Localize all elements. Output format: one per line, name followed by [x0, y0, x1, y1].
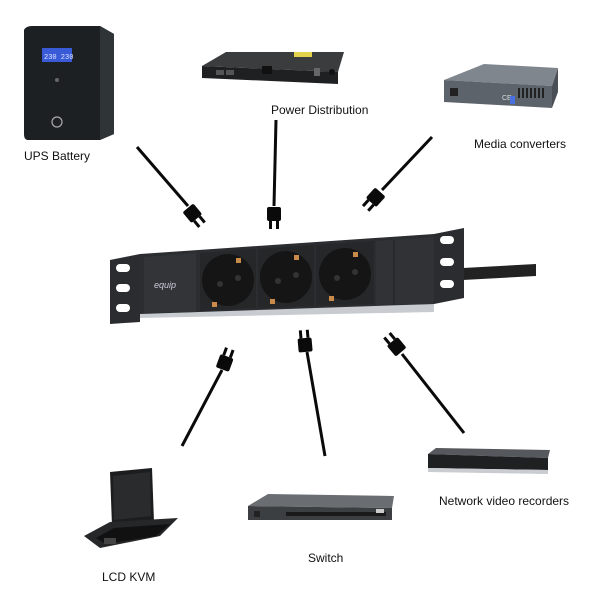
- socket-2: [258, 245, 314, 308]
- cord-lcd-kvm: [180, 369, 224, 447]
- pdu-strip: equip: [110, 228, 536, 324]
- media-converter-device: CE: [444, 64, 558, 108]
- ups-lcd-text: 230 230: [44, 54, 73, 62]
- ups-battery-label: UPS Battery: [24, 149, 91, 163]
- plug-icon: [297, 329, 313, 353]
- network-video-recorders-label: Network video recorders: [439, 494, 570, 508]
- socket-1: [200, 249, 256, 311]
- ups-lcd-display: [42, 48, 72, 62]
- plug-icon: [216, 347, 235, 372]
- ce-mark: CE: [502, 95, 512, 102]
- switch-device: [248, 494, 394, 520]
- media-converters-label: Media converters: [474, 137, 567, 151]
- socket-3: [316, 241, 374, 306]
- cord-media-converters: [380, 135, 434, 192]
- mount-hole: [116, 264, 130, 272]
- lcd-kvm-label: LCD KVM: [102, 570, 156, 584]
- brand-logo: equip: [154, 280, 176, 290]
- mount-hole: [116, 284, 130, 292]
- mount-hole: [440, 258, 454, 266]
- power-distribution-label: Power Distribution: [271, 103, 369, 117]
- mount-hole: [440, 280, 454, 288]
- cord-ups: [135, 146, 190, 207]
- cord-power-distribution: [272, 119, 278, 207]
- lcd-kvm-device: [84, 468, 178, 548]
- nvr-device: [428, 448, 550, 474]
- ups-battery-device: 230 230: [24, 26, 114, 140]
- mount-hole: [440, 236, 454, 244]
- switch-label: Switch: [308, 551, 344, 565]
- plug-icon: [361, 188, 385, 212]
- cord-switch: [305, 351, 327, 457]
- plug-icon: [383, 332, 406, 356]
- cord-nvr: [400, 353, 466, 434]
- plug-icon: [183, 204, 206, 228]
- mount-hole: [116, 304, 130, 312]
- plug-icon: [267, 207, 281, 229]
- power-distribution-device: [202, 52, 344, 84]
